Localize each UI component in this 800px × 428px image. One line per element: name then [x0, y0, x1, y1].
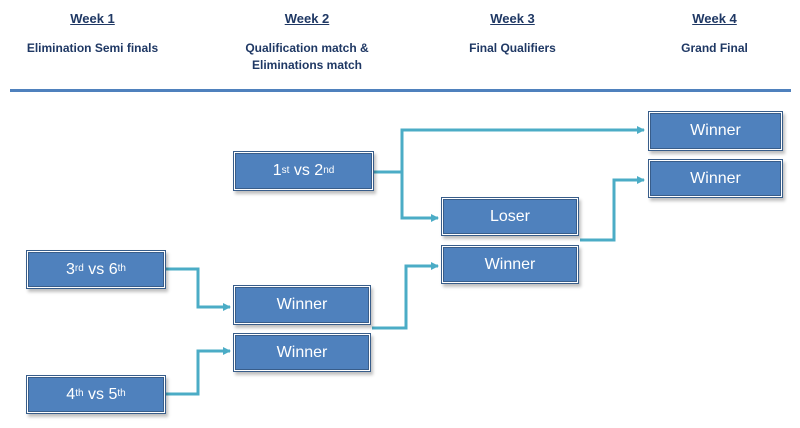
- grand-final-winner-top: Winner: [650, 113, 781, 149]
- grand-final-winner-bottom: Winner: [650, 161, 781, 196]
- week-label: Week 1: [70, 11, 115, 26]
- week2-winner-top: Winner: [235, 287, 369, 323]
- connector-group: [166, 126, 645, 396]
- week-subtitle: Final Qualifiers: [469, 41, 556, 55]
- connector-1v2-to-loser: [400, 172, 439, 222]
- seed-b: 2: [314, 162, 324, 179]
- seed-a: 1: [272, 162, 282, 179]
- week3-winner: Winner: [443, 247, 577, 282]
- connector-1v2-to-grand-final: [400, 126, 645, 172]
- seed-b: 5: [108, 385, 118, 403]
- seed-b-suffix: th: [117, 263, 126, 274]
- header-divider: [10, 89, 791, 92]
- seed-a: 3: [66, 260, 75, 278]
- seed-b: 6: [108, 260, 118, 278]
- seed-a-suffix: rd: [74, 263, 84, 274]
- week3-loser: Loser: [443, 199, 577, 234]
- column-week-2: Week 2 Qualification match & Elimination…: [222, 11, 392, 74]
- seed-b-suffix: nd: [323, 164, 335, 176]
- seed-a-suffix: st: [281, 164, 290, 176]
- connector-3v6-to-winner: [166, 267, 231, 311]
- vs-label: vs: [88, 260, 105, 278]
- week-label: Week 2: [284, 11, 330, 26]
- seed-a: 4: [66, 385, 76, 403]
- week-subtitle: Qualification match & Eliminations match: [222, 40, 392, 74]
- seed-a-suffix: th: [75, 388, 84, 399]
- connector-4v5-to-winner: [166, 347, 231, 396]
- week2-winner-bottom: Winner: [235, 335, 369, 370]
- vs-label: vs: [293, 162, 310, 179]
- connector-w2-to-w3-winner: [372, 262, 439, 330]
- column-week-4: Week 4 Grand Final: [632, 11, 797, 57]
- week-subtitle: Elimination Semi finals: [26, 41, 159, 55]
- connector-w3-to-grand-final: [580, 176, 645, 242]
- vs-label: vs: [88, 385, 104, 403]
- week-label: Week 3: [490, 11, 535, 26]
- column-week-1: Week 1 Elimination Semi finals: [10, 11, 175, 57]
- week-label: Week 4: [692, 11, 737, 26]
- seed-b-suffix: th: [117, 388, 126, 399]
- week-subtitle-line: Eliminations match: [251, 58, 363, 72]
- week-subtitle-line: Qualification match &: [245, 41, 369, 55]
- column-week-3: Week 3 Final Qualifiers: [430, 11, 595, 57]
- week-subtitle: Grand Final: [681, 41, 748, 55]
